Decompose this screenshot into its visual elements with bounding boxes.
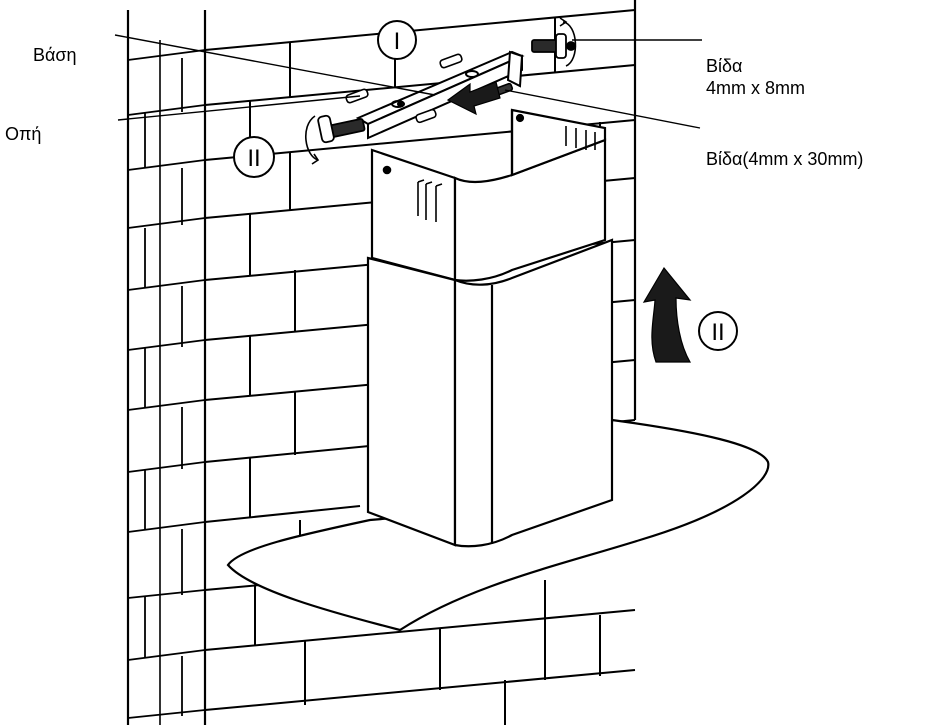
step-marker-one: I [394, 28, 401, 55]
insert-arrow-icon [446, 81, 501, 116]
label-screw-small-size: 4mm x 8mm [706, 78, 805, 98]
step-marker-two-left: II [247, 145, 260, 172]
label-screw-small-name: Βίδα [706, 56, 743, 76]
up-arrow-icon [642, 266, 692, 363]
brick-wall [126, 0, 637, 725]
label-screw-small: Βίδα 4mm x 8mm [706, 55, 805, 99]
label-hole: Οπή [5, 124, 42, 144]
step-two-left-circle [233, 136, 275, 178]
screw-icon [531, 33, 576, 59]
screw-icon [317, 114, 366, 144]
step-two-right-circle [698, 311, 738, 351]
upper-chimney-section [370, 108, 607, 282]
step-marker-circles [233, 20, 738, 351]
label-base: Βάση [33, 45, 77, 65]
mounting-bracket [355, 50, 525, 140]
step-marker-two-right: II [711, 319, 724, 346]
lower-chimney-section [366, 238, 614, 548]
leader-lines [114, 34, 702, 129]
rotation-arrow-icon [305, 17, 577, 165]
step-one-circle [377, 20, 417, 60]
label-screw-long: Βίδα(4mm x 30mm) [706, 149, 864, 169]
